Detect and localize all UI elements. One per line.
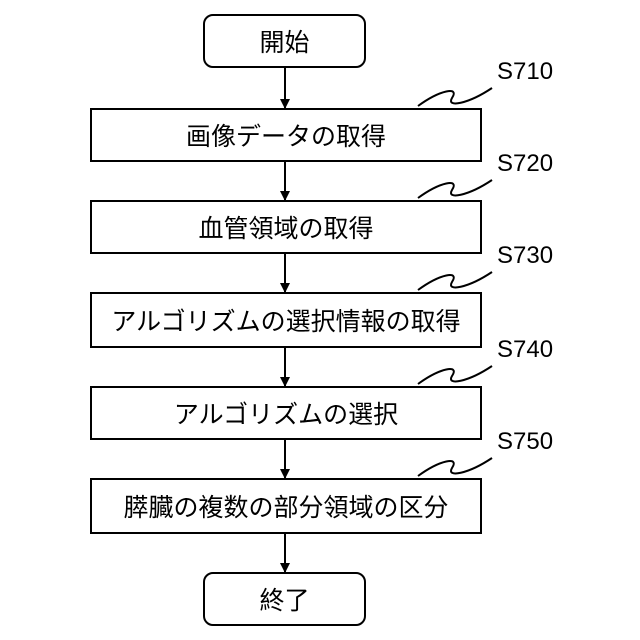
step-label-s730: S730 <box>497 242 553 270</box>
step-box-s720: 血管領域の取得 <box>90 200 482 254</box>
step-label-s720: S720 <box>497 150 553 178</box>
step-box-s730: アルゴリズムの選択情報の取得 <box>90 292 482 348</box>
step-box-s710: 画像データの取得 <box>90 108 482 162</box>
leader-line-s720 <box>418 180 492 198</box>
end-node: 終了 <box>203 572 366 626</box>
leader-line-s730 <box>418 272 492 290</box>
end-label: 終了 <box>259 581 309 617</box>
step-box-s750: 膵臓の複数の部分領域の区分 <box>90 478 482 534</box>
start-node: 開始 <box>203 14 366 68</box>
leader-line-s710 <box>418 88 492 106</box>
start-label: 開始 <box>259 23 309 59</box>
step-label-s710: S710 <box>497 58 553 86</box>
step-box-s740: アルゴリズムの選択 <box>90 386 482 440</box>
leader-line-s740 <box>418 366 492 384</box>
step-text-s740: アルゴリズムの選択 <box>174 395 398 431</box>
step-text-s710: 画像データの取得 <box>186 117 386 153</box>
step-text-s730: アルゴリズムの選択情報の取得 <box>111 302 460 338</box>
step-label-s750: S750 <box>497 428 553 456</box>
step-text-s750: 膵臓の複数の部分領域の区分 <box>123 488 448 524</box>
leader-line-s750 <box>418 458 492 476</box>
step-text-s720: 血管領域の取得 <box>198 209 373 245</box>
step-label-s740: S740 <box>497 336 553 364</box>
